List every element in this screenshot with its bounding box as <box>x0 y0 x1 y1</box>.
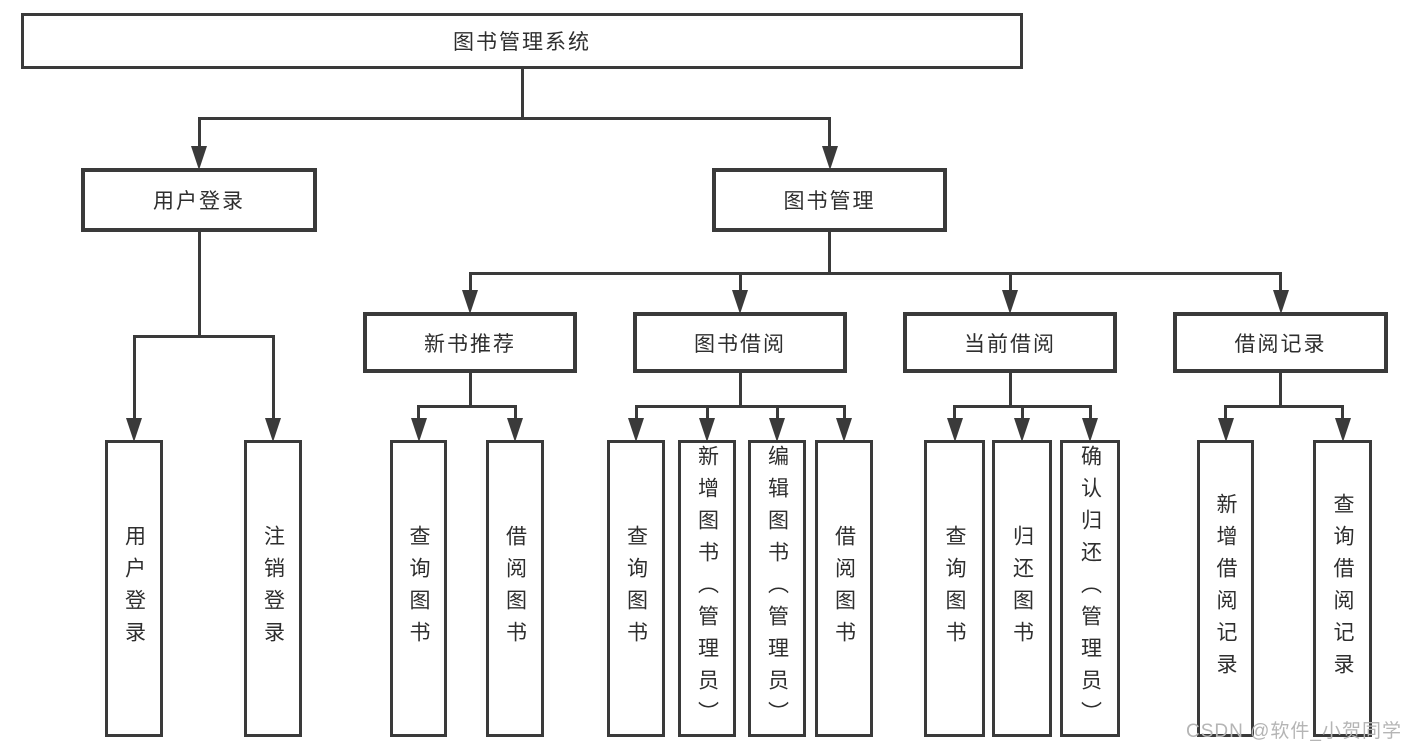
connector-line <box>132 334 275 338</box>
node-new-book-rec: 新书推荐 <box>363 312 577 373</box>
node-book-mgmt: 图书管理 <box>712 168 947 232</box>
connector-line <box>953 406 956 418</box>
node-borrow-records: 借阅记录 <box>1173 312 1388 373</box>
node-logout: 注销登录 <box>244 440 302 737</box>
connector-line <box>271 336 275 418</box>
arrow-down-icon <box>732 290 748 314</box>
arrow-down-icon <box>821 146 838 170</box>
node-label: 确认归还（管理员） <box>1078 444 1102 733</box>
connector-line <box>197 116 831 120</box>
connector-line <box>1008 273 1012 290</box>
connector-line <box>828 232 831 275</box>
node-label: 注销登录 <box>261 524 285 653</box>
node-query-books-2: 查询图书 <box>607 440 665 737</box>
connector-line <box>520 69 524 120</box>
node-label: 用户登录 <box>153 190 245 213</box>
node-return-books: 归还图书 <box>992 440 1052 737</box>
connector-line <box>1088 406 1092 418</box>
connector-line <box>1224 404 1344 408</box>
connector-line <box>132 336 136 418</box>
node-label: 新增图书（管理员） <box>695 444 719 733</box>
node-query-books-3: 查询图书 <box>924 440 985 737</box>
node-add-borrow-record: 新增借阅记录 <box>1197 440 1254 737</box>
connector-line <box>417 404 517 408</box>
node-label: 用户登录 <box>122 524 146 653</box>
arrow-down-icon <box>462 290 478 314</box>
node-user-login-leaf: 用户登录 <box>105 440 163 737</box>
node-root: 图书管理系统 <box>21 13 1023 69</box>
node-query-books-1: 查询图书 <box>390 440 447 737</box>
node-borrow-books-2: 借阅图书 <box>815 440 873 737</box>
watermark: CSDN @软件_小贺同学 <box>1186 721 1402 742</box>
arrow-down-icon <box>1334 418 1351 442</box>
node-current-borrow: 当前借阅 <box>903 312 1117 373</box>
node-query-borrow-record: 查询借阅记录 <box>1313 440 1372 737</box>
node-confirm-return-admin: 确认归还（管理员） <box>1060 440 1120 737</box>
connector-line <box>1279 373 1282 408</box>
connector-line <box>738 273 742 290</box>
connector-line <box>738 373 742 408</box>
arrow-down-icon <box>265 418 281 442</box>
connector-line <box>705 406 709 418</box>
arrow-down-icon <box>769 418 785 442</box>
connector-line <box>513 406 517 418</box>
arrow-down-icon <box>410 418 427 442</box>
node-add-book-admin: 新增图书（管理员） <box>678 440 736 737</box>
node-label: 当前借阅 <box>964 332 1056 356</box>
arrow-down-icon <box>1082 418 1098 442</box>
connector-line <box>468 273 472 290</box>
connector-line <box>1020 406 1024 418</box>
connector-line <box>417 406 420 418</box>
arrow-down-icon <box>191 146 207 170</box>
arrow-down-icon <box>1272 290 1289 314</box>
node-label: 查询图书 <box>407 524 430 653</box>
node-label: 查询图书 <box>943 524 966 653</box>
node-edit-book-admin: 编辑图书（管理员） <box>748 440 806 737</box>
arrow-down-icon <box>1217 418 1234 442</box>
node-label: 归还图书 <box>1010 524 1034 653</box>
node-label: 查询借阅记录 <box>1331 492 1354 685</box>
node-label: 图书管理 <box>783 190 876 213</box>
node-label: 借阅图书 <box>832 524 856 653</box>
arrow-down-icon <box>507 418 523 442</box>
arrow-down-icon <box>699 418 715 442</box>
connector-line <box>775 406 779 418</box>
node-borrow-books-1: 借阅图书 <box>486 440 544 737</box>
arrow-down-icon <box>628 418 644 442</box>
connector-line <box>468 271 1282 275</box>
node-label: 图书借阅 <box>694 332 786 356</box>
connector-line <box>1224 406 1227 418</box>
arrow-down-icon <box>1014 418 1030 442</box>
connector-line <box>1279 273 1282 290</box>
node-label: 查询图书 <box>624 524 648 653</box>
connector-line <box>197 232 201 338</box>
node-user-login: 用户登录 <box>81 168 317 232</box>
connector-line <box>634 404 846 408</box>
connector-line <box>1008 373 1012 408</box>
connector-line <box>634 406 638 418</box>
node-label: 新书推荐 <box>424 332 516 356</box>
arrow-down-icon <box>946 418 963 442</box>
node-label: 借阅记录 <box>1234 332 1327 356</box>
arrow-down-icon <box>126 418 142 442</box>
node-book-borrow: 图书借阅 <box>633 312 847 373</box>
node-label: 借阅图书 <box>503 524 527 653</box>
connector-line <box>842 406 846 418</box>
node-label: 新增借阅记录 <box>1214 492 1237 685</box>
arrow-down-icon <box>1002 290 1018 314</box>
connector-line <box>1341 406 1344 418</box>
node-label: 图书管理系统 <box>453 31 591 54</box>
connector-line <box>197 118 201 146</box>
connector-line <box>828 118 831 146</box>
node-label: 编辑图书（管理员） <box>765 444 789 733</box>
connector-line <box>468 373 472 408</box>
arrow-down-icon <box>836 418 852 442</box>
